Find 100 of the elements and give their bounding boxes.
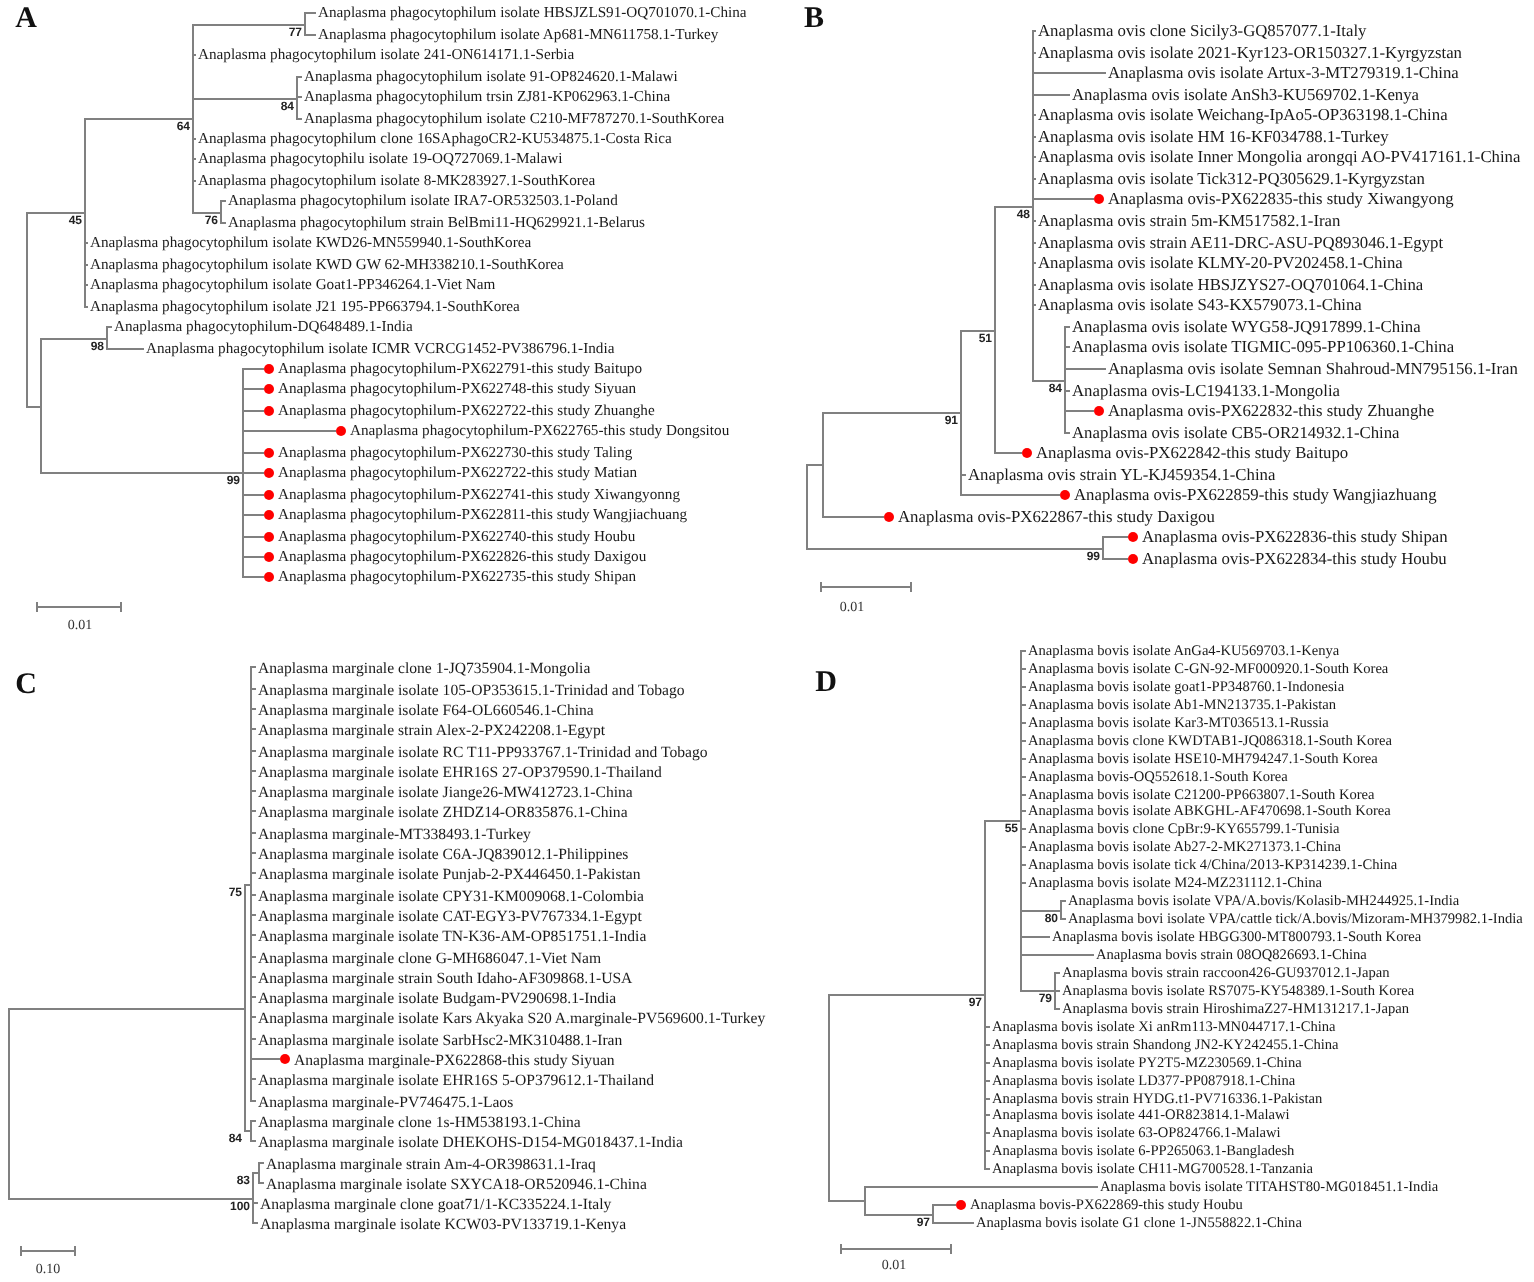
tree-branch xyxy=(251,1100,257,1102)
dot-icon xyxy=(264,364,274,374)
tree-branch xyxy=(1021,794,1027,796)
taxon-label: Anaplasma ovis isolate TIGMIC-095-PP106360.1-China xyxy=(1070,339,1455,355)
taxon-label: Anaplasma ovis isolate Semnan Shahroud-MN795156.1-Iran xyxy=(1106,361,1518,377)
tree-branch xyxy=(27,212,85,214)
tree-branch xyxy=(243,410,265,412)
taxon-label: Anaplasma ovis isolate WYG58-JQ917899.1-China xyxy=(1070,319,1421,335)
tree-branch xyxy=(985,820,1021,822)
tree-branch xyxy=(251,1078,257,1080)
tree-branch xyxy=(297,118,303,120)
tree-branch xyxy=(1021,776,1027,778)
tree-branch xyxy=(1021,810,1027,812)
tree-branch xyxy=(253,1202,259,1204)
dot-icon xyxy=(264,448,274,458)
dot-icon xyxy=(264,532,274,542)
tree-branch xyxy=(251,1120,257,1122)
tree-branch xyxy=(243,388,265,390)
dot-icon xyxy=(264,572,274,582)
tree-branch xyxy=(933,1222,975,1224)
taxon-label: Anaplasma ovis-PX622836-this study Shipan xyxy=(1142,529,1448,545)
tree-branch xyxy=(1021,910,1061,912)
tree-branch xyxy=(251,810,257,812)
tree-branch xyxy=(1061,900,1067,902)
taxon-label: Anaplasma ovis isolate Inner Mongolia arongqi AO-PV417161.1-China xyxy=(1036,149,1521,165)
panel-letter: B xyxy=(804,5,824,35)
tree-branch xyxy=(985,1026,991,1028)
panel-letter: C xyxy=(15,671,37,701)
tree-branch xyxy=(1065,390,1071,392)
tree-branch xyxy=(865,1186,1099,1188)
tree-branch xyxy=(251,666,257,668)
tree-branch xyxy=(1021,954,1095,956)
tree-branch xyxy=(259,1162,265,1164)
tree-branch xyxy=(1055,990,1061,992)
tree-branch xyxy=(807,548,1103,550)
taxon-label: Anaplasma ovis isolate Tick312-PQ305629.1-Kyrgyzstan xyxy=(1036,171,1425,187)
tree-branch xyxy=(985,1150,991,1152)
tree-branch xyxy=(865,1214,933,1216)
tree-branch xyxy=(251,750,257,752)
tree-branch xyxy=(193,24,305,26)
tree-branch xyxy=(1021,936,1051,938)
tree-branch xyxy=(823,412,961,414)
dot-icon xyxy=(1094,194,1104,204)
tree-branch xyxy=(1021,668,1027,670)
tree-branch xyxy=(829,994,985,996)
tree-branch xyxy=(27,406,41,408)
tree-branch xyxy=(243,494,265,496)
tree-branch xyxy=(243,576,265,578)
taxon-label: Anaplasma ovis isolate KLMY-20-PV202458.1-China xyxy=(1036,255,1403,271)
tree-branch xyxy=(251,790,257,792)
taxon-label: Anaplasma ovis strain AE11-DRC-ASU-PQ893046.1-Egypt xyxy=(1036,235,1444,251)
tree-branch xyxy=(305,34,317,36)
tree-branch xyxy=(829,1200,865,1202)
taxon-label: Anaplasma ovis isolate Artux-3-MT279319.1-China xyxy=(1106,65,1459,81)
tree-branch xyxy=(1033,72,1107,74)
tree-branch xyxy=(1021,990,1055,992)
tree-branch xyxy=(985,1114,991,1116)
tree-branch xyxy=(1033,94,1071,96)
tree-branch xyxy=(297,76,303,78)
tree-branch xyxy=(1021,828,1027,830)
tree-branch xyxy=(107,326,113,328)
taxon-label: Anaplasma ovis strain YL-KJ459354.1-China xyxy=(966,467,1276,483)
tree-branch xyxy=(1065,326,1071,328)
tree-branch xyxy=(995,452,1023,454)
dot-icon xyxy=(1094,406,1104,416)
tree-branch xyxy=(243,452,265,454)
tree-branch xyxy=(933,1204,957,1206)
dot-icon xyxy=(264,468,274,478)
dot-icon xyxy=(264,510,274,520)
tree-branch xyxy=(85,118,193,120)
taxon-label: Anaplasma ovis strain 5m-KM517582.1-Iran xyxy=(1036,213,1341,229)
tree-branch xyxy=(107,348,145,350)
tree-branch xyxy=(9,1008,245,1010)
tree-branch xyxy=(251,956,257,958)
tree-branch xyxy=(243,536,265,538)
tree-branch xyxy=(807,464,823,466)
dot-icon xyxy=(956,1200,966,1210)
tree-branch xyxy=(1021,846,1027,848)
tree-branch xyxy=(1021,882,1027,884)
taxon-label: Anaplasma ovis isolate HBSJZYS27-OQ701064.1-China xyxy=(1036,277,1424,293)
tree-branch xyxy=(251,914,257,916)
tree-branch xyxy=(253,1222,259,1224)
tree-branch xyxy=(251,1038,257,1040)
tree-branch xyxy=(1055,1008,1061,1010)
tree-branch xyxy=(251,728,257,730)
dot-icon xyxy=(264,384,274,394)
tree-branch xyxy=(985,1098,991,1100)
tree-branch xyxy=(251,832,257,834)
tree-branch xyxy=(243,430,337,432)
taxon-label: Anaplasma ovis-PX622842-this study Baitupo xyxy=(1036,445,1349,461)
tree-branch xyxy=(259,1182,265,1184)
tree-branch xyxy=(305,12,317,14)
tree-branch xyxy=(251,770,257,772)
taxon-label: Anaplasma ovis-LC194133.1-Mongolia xyxy=(1070,383,1340,399)
tree-branch xyxy=(245,1130,251,1132)
tree-branch xyxy=(1065,368,1107,370)
dot-icon xyxy=(1022,448,1032,458)
tree-branch xyxy=(1033,380,1065,382)
tree-branch xyxy=(985,1062,991,1064)
tree-branch xyxy=(245,884,251,886)
